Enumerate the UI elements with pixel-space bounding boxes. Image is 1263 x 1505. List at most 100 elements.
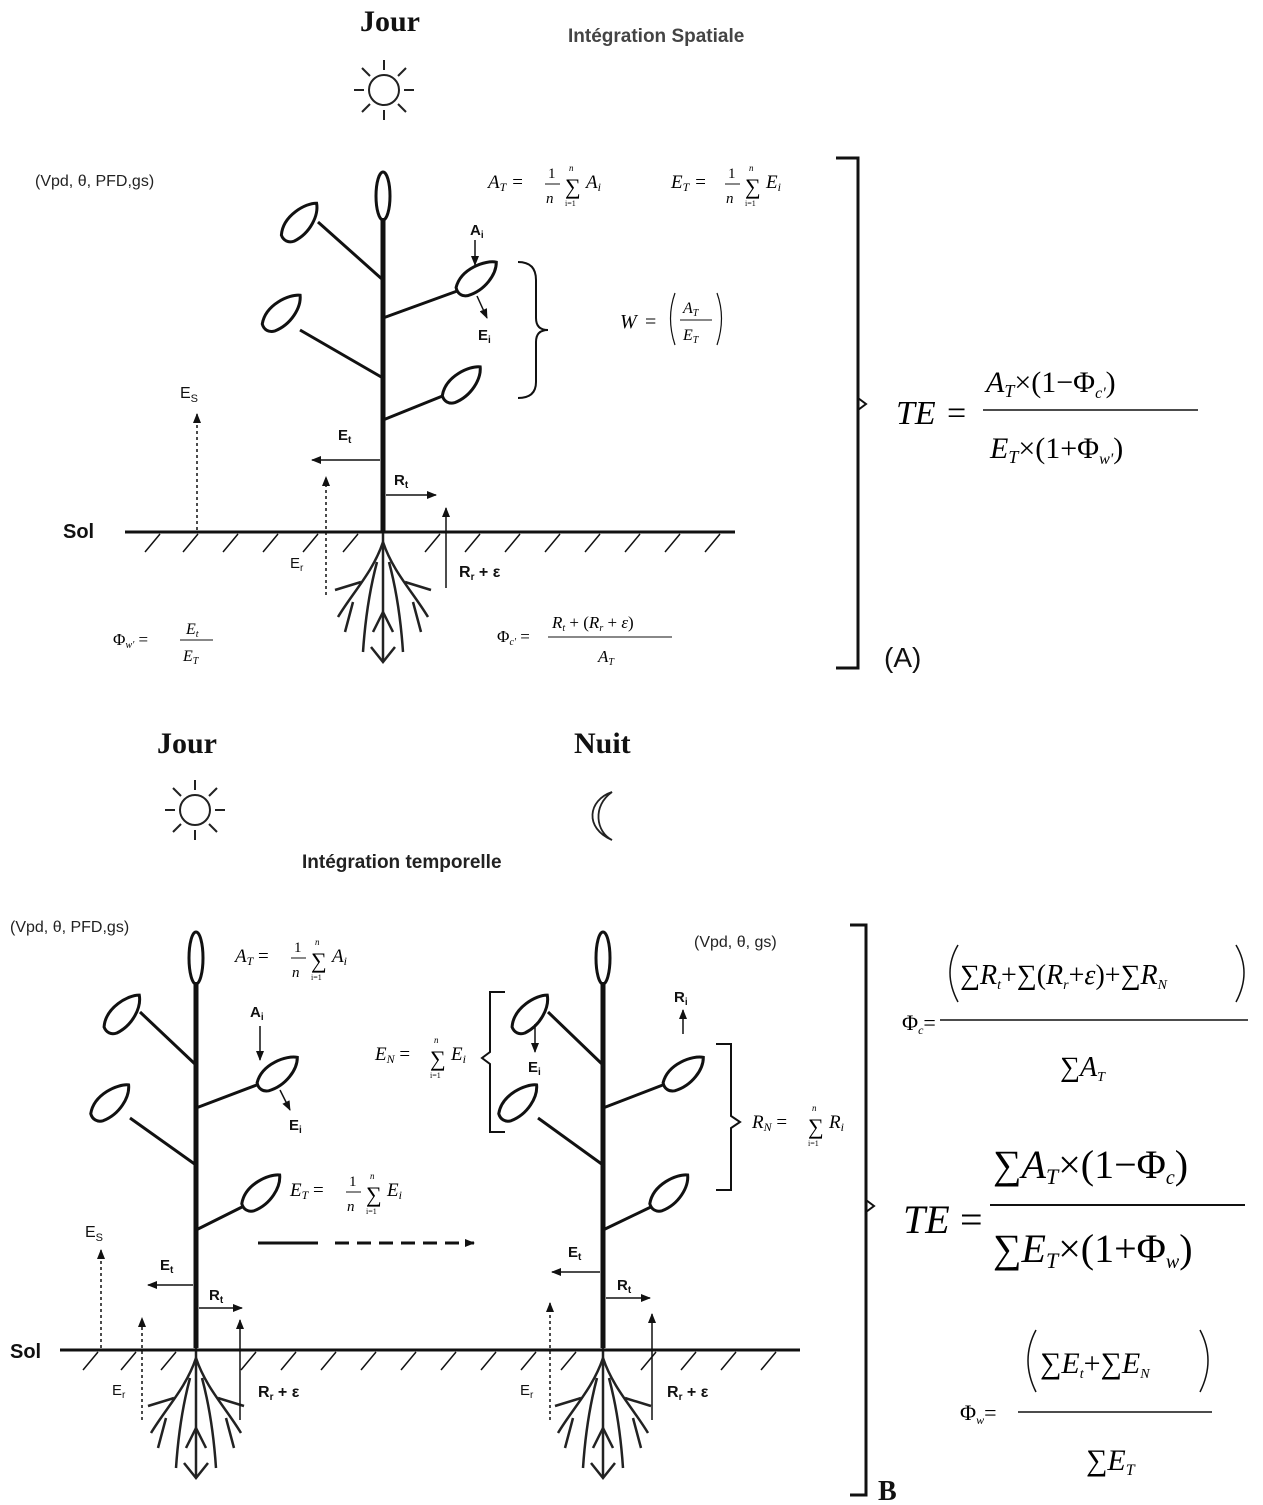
night-leaf-transp-label: Ei bbox=[528, 1059, 541, 1078]
svg-text:n: n bbox=[347, 1199, 355, 1215]
svg-text:AT =: AT = bbox=[233, 946, 269, 968]
stem-transp-label: Et bbox=[160, 1257, 174, 1276]
svg-text:1: 1 bbox=[548, 166, 556, 182]
root-evap-label: Er bbox=[112, 1382, 126, 1401]
leaf-shape bbox=[435, 363, 489, 407]
stem-tip bbox=[374, 170, 392, 222]
leaf-brace bbox=[517, 261, 549, 399]
night-leaf-resp-label: Ri bbox=[674, 989, 688, 1008]
eq-et-mean-b: ET = 1 n ∑ n i=1 Ei bbox=[289, 1171, 402, 1216]
soil-hatching bbox=[82, 1351, 777, 1371]
leaf-transp-label: Ei bbox=[478, 327, 491, 346]
leaf-shape bbox=[252, 1054, 304, 1095]
svg-text:n: n bbox=[812, 1103, 817, 1113]
eq-at-mean: AT = 1 n ∑ n i=1 Ai bbox=[486, 163, 601, 208]
stem-resp-label: Rt bbox=[209, 1287, 224, 1306]
svg-text:Ei: Ei bbox=[450, 1044, 466, 1066]
root-resp-label: Rr + ε bbox=[258, 1384, 300, 1403]
sun-icon bbox=[353, 59, 415, 121]
soil-hatching bbox=[144, 533, 721, 553]
svg-text:ET: ET bbox=[682, 327, 700, 346]
svg-text:ET =: ET = bbox=[670, 172, 707, 194]
leaf-assim-label: Ai bbox=[250, 1004, 264, 1023]
roots bbox=[553, 1346, 653, 1480]
svg-text:i=1: i=1 bbox=[430, 1071, 441, 1080]
svg-text:AT =: AT = bbox=[486, 172, 524, 194]
eq-et-mean: ET = 1 n ∑ n i=1 Ei bbox=[670, 163, 781, 208]
svg-text:∑Rt+∑(Rr+ε)+∑RN: ∑Rt+∑(Rr+ε)+∑RN bbox=[960, 960, 1168, 993]
panel-a-plant bbox=[255, 170, 503, 664]
leaf-shape bbox=[451, 259, 503, 299]
svg-text:n: n bbox=[434, 1035, 439, 1045]
eq-te-a: TE = AT×(1−Φc') ET×(1+Φw') bbox=[896, 366, 1198, 468]
svg-text:∑: ∑ bbox=[366, 1182, 382, 1207]
svg-text:∑AT: ∑AT bbox=[1060, 1052, 1106, 1085]
night-brace-right bbox=[716, 1043, 742, 1191]
svg-text:∑: ∑ bbox=[565, 174, 581, 199]
svg-text:Ri: Ri bbox=[828, 1112, 844, 1134]
svg-text:Ai: Ai bbox=[330, 946, 347, 968]
night-root-evap-label: Er bbox=[520, 1382, 534, 1401]
night-stem-transp-label: Et bbox=[568, 1244, 582, 1263]
svg-text:Ai: Ai bbox=[584, 172, 601, 194]
svg-text:ET =: ET = bbox=[289, 1180, 324, 1202]
svg-text:EN =: EN = bbox=[374, 1044, 410, 1066]
svg-text:1: 1 bbox=[349, 1174, 357, 1190]
leaf-shape bbox=[84, 1082, 138, 1125]
svg-text:∑ET×(1+Φw): ∑ET×(1+Φw) bbox=[993, 1226, 1193, 1273]
eq-w: W = AT ET bbox=[620, 292, 723, 346]
eq-te-b: TE = ∑AT×(1−Φc) ∑ET×(1+Φw) bbox=[903, 1142, 1245, 1273]
svg-text:=: = bbox=[947, 395, 966, 432]
panel-b-soil-label: Sol bbox=[10, 1341, 41, 1363]
svg-text:Rt + (Rr + ε): Rt + (Rr + ε) bbox=[551, 613, 634, 634]
svg-text:TE: TE bbox=[903, 1197, 950, 1242]
svg-text:ET: ET bbox=[182, 648, 200, 667]
svg-text:1: 1 bbox=[728, 166, 736, 182]
soil-evap-label: ES bbox=[85, 1224, 103, 1244]
svg-text:n: n bbox=[315, 937, 320, 947]
panel-b-env-vars-day: (Vpd, θ, PFD,gs) bbox=[10, 919, 129, 936]
panel-a-soil-label: Sol bbox=[63, 521, 94, 543]
svg-text:∑Et+∑EN: ∑Et+∑EN bbox=[1040, 1347, 1150, 1382]
svg-text:i=1: i=1 bbox=[745, 199, 756, 208]
svg-text:AT: AT bbox=[597, 647, 615, 668]
svg-text:Et: Et bbox=[185, 621, 199, 640]
svg-text:i=1: i=1 bbox=[808, 1139, 819, 1148]
svg-text:Ei: Ei bbox=[765, 172, 781, 194]
soil-evap-label: ES bbox=[180, 385, 198, 405]
panel-b-title: Intégration temporelle bbox=[302, 852, 502, 873]
eq-en-sum: EN = ∑ n i=1 Ei bbox=[374, 1035, 466, 1080]
leaf-assim-label: Ai bbox=[470, 222, 484, 241]
svg-text:TE: TE bbox=[896, 395, 936, 432]
svg-text:Φc' =: Φc' = bbox=[497, 627, 530, 648]
svg-text:n: n bbox=[546, 191, 554, 207]
svg-text:n: n bbox=[726, 191, 734, 207]
panel-a-env-vars: (Vpd, θ, PFD,gs) bbox=[35, 173, 154, 190]
svg-text:∑: ∑ bbox=[745, 174, 761, 199]
leaf-shape bbox=[235, 1172, 289, 1215]
panel-b: Jour Nuit Intégration temporelle (Vpd, θ… bbox=[10, 727, 1248, 1505]
svg-text:=: = bbox=[645, 311, 656, 333]
svg-text:∑: ∑ bbox=[430, 1046, 446, 1071]
eq-phi-c-a: Φc' = Rt + (Rr + ε) AT bbox=[497, 613, 672, 668]
svg-text:1: 1 bbox=[294, 940, 302, 956]
panel-b-bracket bbox=[850, 923, 868, 1497]
moon-icon bbox=[591, 791, 613, 841]
panel-b-night-plant bbox=[492, 930, 710, 1480]
panel-b-label: B bbox=[878, 1476, 897, 1505]
panel-a-header-day: Jour bbox=[360, 5, 420, 38]
svg-text:i=1: i=1 bbox=[311, 973, 322, 982]
svg-text:Φw' =: Φw' = bbox=[113, 630, 148, 651]
panel-b-header-night: Nuit bbox=[574, 727, 631, 760]
svg-text:n: n bbox=[569, 163, 574, 173]
svg-text:Φc=: Φc= bbox=[902, 1010, 936, 1037]
svg-text:AT: AT bbox=[682, 300, 700, 319]
svg-text:n: n bbox=[370, 1171, 375, 1181]
panel-a-label: (A) bbox=[884, 642, 921, 673]
svg-text:i=1: i=1 bbox=[366, 1207, 377, 1216]
eq-phi-w-a: Φw' = Et ET bbox=[113, 621, 213, 667]
root-resp-label: Rr + ε bbox=[459, 564, 501, 583]
leaf-transp-arrow bbox=[279, 1089, 291, 1111]
leaf-shape bbox=[255, 292, 309, 336]
